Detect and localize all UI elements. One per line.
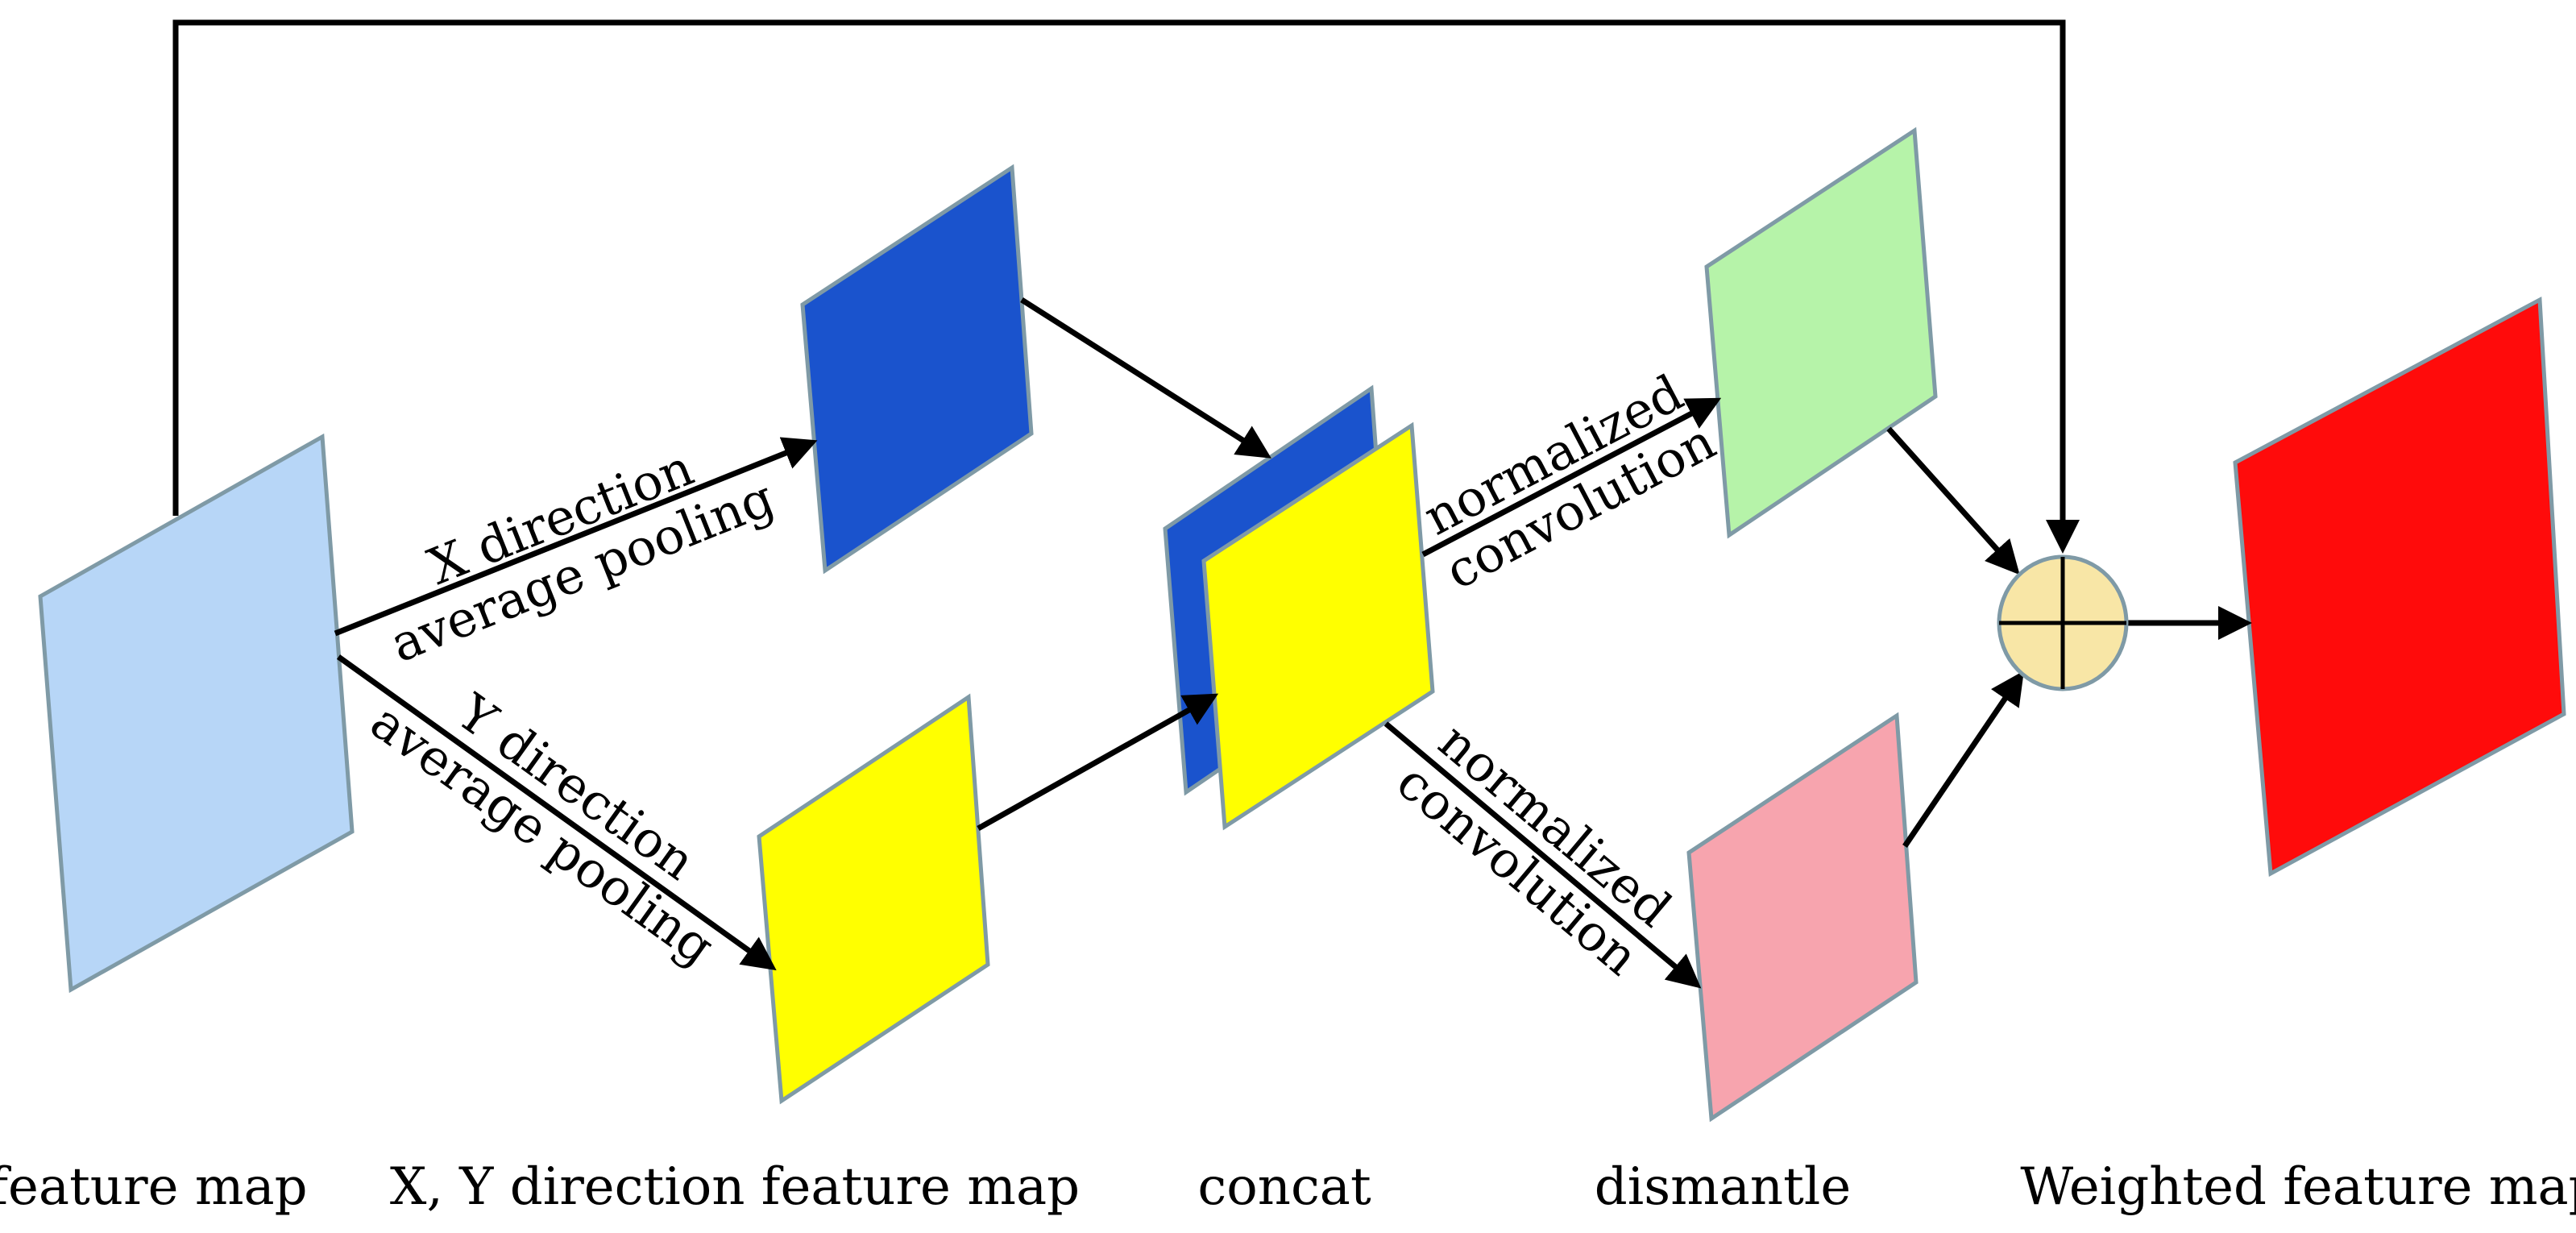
stage-label-weighted: Weighted feature map — [2020, 1157, 2576, 1217]
input-feature-map — [38, 433, 355, 994]
weighted-feature-map — [2233, 296, 2566, 878]
stage-label-xy-direction: X, Y direction feature map — [390, 1157, 1080, 1217]
stage-label-dismantle: dismantle — [1595, 1157, 1851, 1217]
dismantle-top-map — [1704, 127, 1938, 539]
top-to-add-edge — [1886, 426, 2020, 575]
y-pool-edge — [336, 654, 777, 971]
conv-top-edge — [1421, 397, 1722, 558]
x-to-concat-edge — [1020, 297, 1271, 459]
x-direction-feature-map — [800, 164, 1034, 575]
stage-label-concat: concat — [1197, 1157, 1371, 1217]
dismantle-bottom-map — [1686, 712, 1919, 1123]
concat-front-map — [1201, 421, 1435, 831]
bottom-to-add-edge — [1902, 670, 2024, 848]
stage-label-feature-map: feature map — [0, 1157, 308, 1217]
circled-plus-icon — [1997, 554, 2129, 691]
y-to-concat-edge — [977, 693, 1219, 832]
conv-bottom-edge — [1383, 721, 1702, 989]
y-direction-feature-map — [757, 693, 990, 1105]
skip-connection-edge — [172, 19, 2080, 554]
x-pool-edge — [334, 437, 818, 637]
